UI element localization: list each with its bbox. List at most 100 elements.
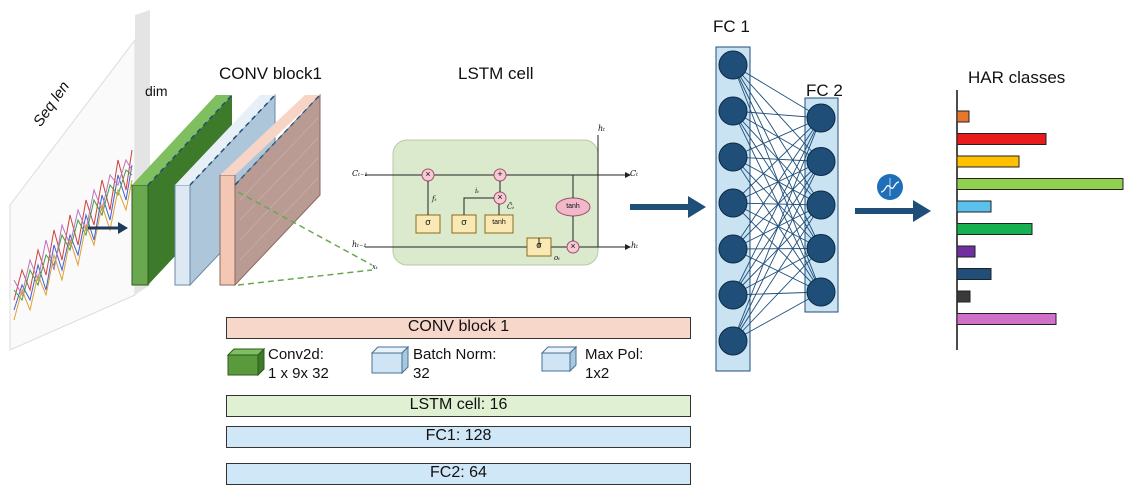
har-class-bar xyxy=(956,178,1124,190)
lstm-op-times-3: × xyxy=(570,241,576,251)
fc2-title: FC 2 xyxy=(806,81,843,100)
fc-edge xyxy=(732,117,822,204)
legend-conv2d-line1: Conv2d: xyxy=(268,346,324,363)
fc-edge xyxy=(732,117,822,342)
legend-fc2-text: FC2: 64 xyxy=(430,464,487,481)
fc2-node xyxy=(806,234,836,263)
fc-edge xyxy=(732,156,822,293)
legend-conv-block-band: CONV block 1 xyxy=(226,317,691,339)
fc-edge xyxy=(732,110,822,206)
fc-edge xyxy=(732,202,822,249)
lstm-label-h-prev: hₜ₋₁ xyxy=(352,240,367,249)
lstm-gate-forget: σ xyxy=(425,217,431,227)
fc-edge xyxy=(732,110,822,119)
fc-edge xyxy=(732,64,822,206)
lstm-gate-input: σ xyxy=(461,217,467,227)
lstm-op-plus: + xyxy=(497,169,503,179)
legend-fc1-band: FC1: 128 xyxy=(226,426,691,448)
lstm-label-f: fₜ xyxy=(432,195,437,203)
fc-edge xyxy=(732,156,822,249)
har-class-bar xyxy=(956,268,992,280)
fc-edge xyxy=(732,248,822,342)
har-class-bar xyxy=(956,223,1033,235)
lstm-label-c-tilde: C̃ₜ xyxy=(507,203,515,211)
fc-edge xyxy=(732,248,822,296)
fc1-node xyxy=(718,234,748,264)
lstm-label-o: oₜ xyxy=(554,254,560,262)
lstm-label-c-prev: Cₜ₋₁ xyxy=(352,169,368,178)
arrow-input-to-conv xyxy=(88,222,128,234)
fc-edge xyxy=(732,204,822,250)
fc-edge xyxy=(732,156,822,206)
fc-edge xyxy=(732,248,822,293)
legend-maxpool-text: Max Pol: 1x2 xyxy=(585,345,643,383)
lstm-op-times-1: × xyxy=(425,169,431,179)
lstm-gate-tanh: tanh xyxy=(492,219,506,226)
fc-edge xyxy=(732,248,822,250)
legend-batchnorm-line1: Batch Norm: xyxy=(413,346,497,363)
har-class-bars xyxy=(956,90,1124,350)
lstm-gate-output: σ xyxy=(536,240,542,250)
arrow-fc-to-har xyxy=(855,200,931,222)
lstm-op-times-2: × xyxy=(497,192,503,202)
arrow-lstm-to-fc xyxy=(630,196,706,218)
legend-maxpool-icon xyxy=(540,345,578,373)
fc-edge xyxy=(732,64,822,162)
legend-fc1-text: FC1: 128 xyxy=(425,427,492,444)
fc2-node xyxy=(806,190,836,220)
fc-edge xyxy=(732,161,822,250)
fc-edge xyxy=(732,64,822,249)
legend-batchnorm-icon xyxy=(370,345,410,375)
fc-network xyxy=(715,46,839,372)
fc-edge xyxy=(732,64,822,119)
activation-icon xyxy=(877,174,903,200)
fc-edge xyxy=(732,117,822,250)
fc-edge xyxy=(732,161,822,296)
lstm-label-i: iₜ xyxy=(475,187,479,195)
fc-edge xyxy=(732,64,822,293)
har-class-bar xyxy=(956,200,992,213)
fc-edge xyxy=(732,117,822,158)
fc1-node xyxy=(718,96,748,126)
legend-conv-block-text: CONV block 1 xyxy=(407,318,510,335)
fc2-node xyxy=(806,277,836,307)
har-class-bar xyxy=(956,313,1057,325)
legend-maxpool-line1: Max Pol: xyxy=(585,346,644,363)
legend-conv2d-line2: 1 x 9x 32 xyxy=(268,365,329,382)
lstm-cell-diagram xyxy=(365,135,631,266)
legend-conv2d-text: Conv2d: 1 x 9x 32 xyxy=(268,345,329,383)
fc-edge xyxy=(732,291,822,296)
har-class-bar xyxy=(956,245,976,258)
conv-block-title: CONV block1 xyxy=(219,64,322,83)
fc-edge xyxy=(732,202,822,293)
har-classes-title: HAR classes xyxy=(968,68,1066,87)
fc2-node xyxy=(806,103,836,133)
har-class-bar xyxy=(956,155,1020,168)
legend-lstm-text: LSTM cell: 16 xyxy=(409,396,508,413)
lstm-tanh-ellipse-label: tanh xyxy=(566,203,580,210)
legend-maxpool-line2: 1x2 xyxy=(585,365,610,382)
fc1-node xyxy=(718,50,748,80)
fc-edge xyxy=(732,110,822,293)
legend-fc2-band: FC2: 64 xyxy=(226,463,691,485)
lstm-label-c-t: Cₜ xyxy=(630,169,639,178)
har-class-bar xyxy=(956,290,971,303)
fc1-node xyxy=(718,142,748,172)
dim-label: dim xyxy=(145,83,168,99)
fc-edge xyxy=(732,161,822,204)
legend-conv2d-icon xyxy=(226,347,266,377)
lstm-cell-title: LSTM cell xyxy=(458,64,534,83)
legend-batchnorm-line2: 32 xyxy=(413,365,430,382)
fc-edge xyxy=(732,204,822,296)
har-class-bar xyxy=(956,133,1047,145)
fc2-node xyxy=(806,147,836,176)
fc-edge xyxy=(732,156,822,162)
fc1-node xyxy=(718,326,748,356)
fc-edge xyxy=(732,110,822,249)
fc1-node xyxy=(718,280,748,310)
legend-lstm-band: LSTM cell: 16 xyxy=(226,395,691,417)
lstm-label-h-t: hₜ xyxy=(631,241,639,250)
lstm-label-x: xₜ xyxy=(372,263,378,271)
input-sensor-plot xyxy=(9,10,150,351)
